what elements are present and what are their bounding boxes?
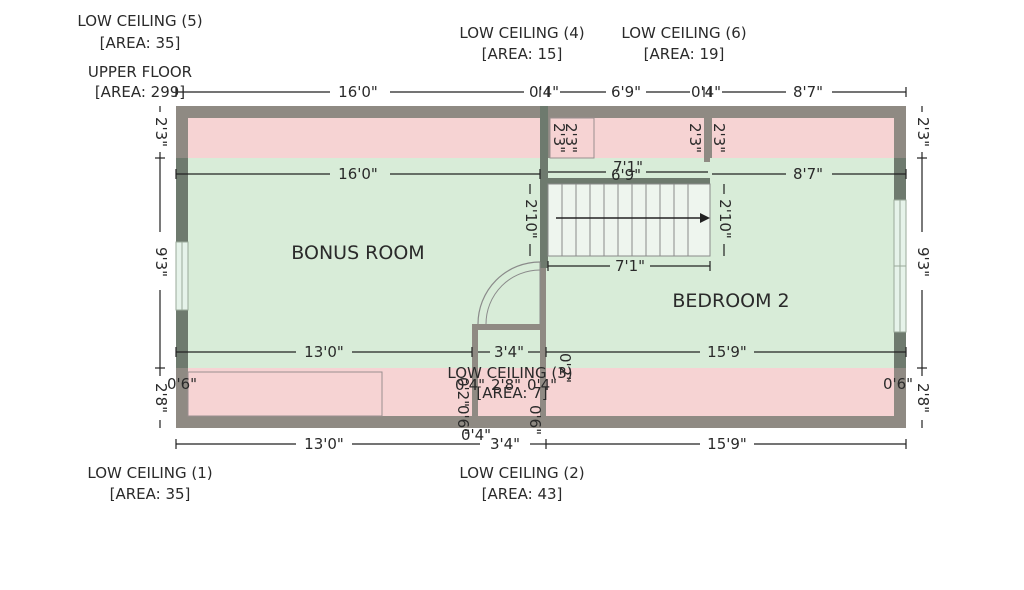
- low-ceiling-2-zone: [546, 368, 894, 416]
- lc3-title: LOW CEILING (3): [447, 364, 572, 382]
- staircase: [547, 183, 711, 257]
- dim-closet-v-0-2b: 0'2": [556, 353, 574, 383]
- wall-closet-right: [540, 324, 546, 428]
- lc3-area: [AREA: 7]: [476, 384, 547, 402]
- dim-inner-16-0: 16'0": [338, 165, 378, 183]
- upper-floor-area: [AREA: 299]: [95, 83, 185, 101]
- wall-center-top: [540, 106, 548, 268]
- dim-mid-13-0: 13'0": [304, 343, 344, 361]
- dim-top-6-9: 6'9": [611, 83, 641, 101]
- low-ceiling-5-zone: [188, 118, 540, 158]
- wall-lc4-right: [704, 106, 710, 162]
- dim-top-0-4a: 0'4": [529, 83, 559, 101]
- dim-closet-0-4-bottom: 0'4": [461, 426, 491, 444]
- dim-left-0-6: 0'6": [167, 375, 197, 393]
- wall-closet-left: [472, 324, 478, 428]
- lc5-title: LOW CEILING (5): [77, 12, 202, 30]
- dim-bot-15-9: 15'9": [707, 435, 747, 453]
- dim-closet-0-4-left: 0'4": [455, 376, 485, 394]
- lc6-title: LOW CEILING (6): [621, 24, 746, 42]
- dim-left-2-8: 2'8": [152, 383, 170, 413]
- lc1-area: [AREA: 35]: [110, 485, 191, 503]
- low-ceiling-6-zone: [712, 118, 894, 158]
- dim-right-0-6: 0'6": [883, 375, 913, 393]
- dim-lc6-2-3a: 2'3": [686, 123, 704, 153]
- dim-closet-2-8: 2'8": [491, 376, 521, 394]
- wall-stair-top: [546, 178, 710, 184]
- room-bonus: BONUS ROOM: [291, 242, 424, 264]
- lc4-area: [AREA: 15]: [482, 45, 563, 63]
- dim-top-16-0: 16'0": [338, 83, 378, 101]
- lc6-area: [AREA: 19]: [644, 45, 725, 63]
- dim-right-9-3: 9'3": [914, 247, 932, 277]
- dim-left-9-3: 9'3": [152, 247, 170, 277]
- dim-inner-7-1: 7'1": [613, 158, 643, 176]
- lc4-closet-outline: [549, 117, 595, 159]
- dim-closet-v-0-6: 0'6": [454, 405, 472, 435]
- lc2-title: LOW CEILING (2): [459, 464, 584, 482]
- dim-right-2-8: 2'8": [914, 383, 932, 413]
- door-swing: [477, 261, 541, 325]
- dim-closet-0-4-right: 0'4": [527, 376, 557, 394]
- dim-mid-3-4: 3'4": [494, 343, 524, 361]
- dim-lc4-2-3a: 2'3": [550, 123, 568, 153]
- dim-stair-2-10-right: 2'10": [716, 199, 734, 239]
- dim-stair-7-1: 7'1": [615, 257, 645, 275]
- low-ceiling-4-zone: [550, 118, 706, 158]
- dim-bot-13-0: 13'0": [304, 435, 344, 453]
- hall-floor: [478, 260, 540, 368]
- dim-left-2-3: 2'3": [152, 117, 170, 147]
- dim-top-8-7: 8'7": [793, 83, 823, 101]
- closet-outline-1: [187, 371, 383, 417]
- lc4-title: LOW CEILING (4): [459, 24, 584, 42]
- low-ceiling-3-zone: [478, 368, 540, 416]
- dim-inner-6-9: 6'9": [611, 166, 641, 184]
- dim-inner-8-7: 8'7": [793, 165, 823, 183]
- lc1-title: LOW CEILING (1): [87, 464, 212, 482]
- upper-floor-title: UPPER FLOOR: [88, 63, 192, 81]
- dim-closet-v-0-6b: 0'6": [526, 405, 544, 435]
- room-bedroom-2: BEDROOM 2: [672, 290, 789, 312]
- dimension-lines: [155, 87, 927, 449]
- dim-lc6-2-3b: 2'3": [710, 123, 728, 153]
- dim-right-2-3: 2'3": [914, 117, 932, 147]
- dim-lc4-2-3b: 2'3": [562, 123, 580, 153]
- dim-stair-2-10-left: 2'10": [522, 199, 540, 239]
- dim-bot-3-4: 3'4": [490, 435, 520, 453]
- dim-closet-v-0-2: 0'2": [454, 377, 472, 407]
- lc5-area: [AREA: 35]: [100, 34, 181, 52]
- low-ceiling-1-zone: [188, 368, 472, 416]
- wall-closet-top: [472, 324, 546, 330]
- dim-top-0-4b: 0'4": [691, 83, 721, 101]
- dim-mid-15-9: 15'9": [707, 343, 747, 361]
- lc2-area: [AREA: 43]: [482, 485, 563, 503]
